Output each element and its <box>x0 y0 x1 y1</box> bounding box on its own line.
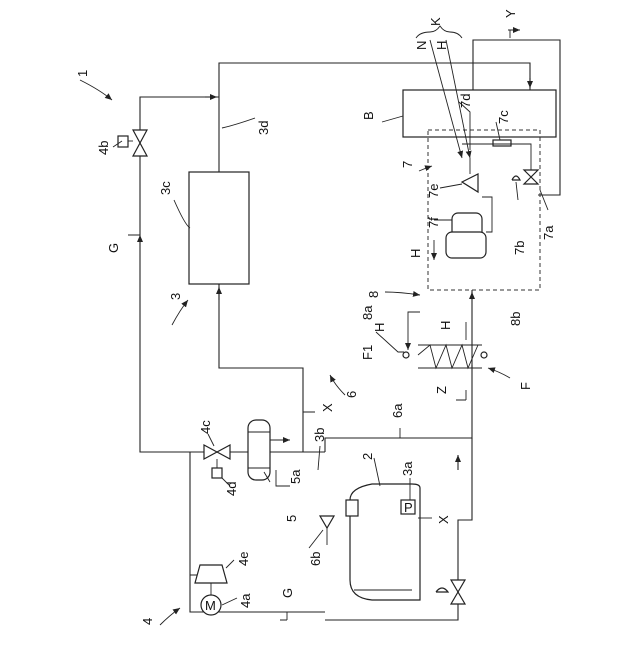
filter-f1-nozzle <box>403 352 409 358</box>
leader-4 <box>160 608 180 625</box>
filter-f-end <box>481 352 487 358</box>
label-f: F <box>518 382 533 390</box>
y-arrow <box>508 30 520 38</box>
leader-3b <box>318 446 320 470</box>
leader-7b <box>516 182 518 200</box>
label-7c: 7c <box>496 110 511 124</box>
leader-6 <box>330 375 345 395</box>
label-g-lower: G <box>280 588 295 598</box>
label-6b: 6b <box>308 552 323 566</box>
label-4: 4 <box>140 618 155 625</box>
filter-f-spring <box>418 345 478 368</box>
label-k: K <box>428 17 443 26</box>
fan-7e <box>462 174 478 192</box>
motor-label: M <box>205 598 216 613</box>
label-5a: 5a <box>288 469 303 484</box>
leader-6b <box>309 530 323 548</box>
leader-4a <box>222 598 237 605</box>
g-arrow-lower <box>280 612 287 620</box>
label-2: 2 <box>360 453 375 460</box>
tank-inlet <box>346 500 358 516</box>
g-arrow-upper <box>128 235 140 245</box>
leader-1 <box>80 80 112 100</box>
label-4d: 4d <box>224 482 239 496</box>
sensor-p-label: P <box>404 500 413 515</box>
valve-6b <box>320 516 334 528</box>
leader-8 <box>385 292 420 295</box>
leader-3c <box>174 200 190 228</box>
component-3c <box>189 172 249 284</box>
x-arrow-upper <box>303 400 315 412</box>
label-h-inner: H <box>408 249 423 258</box>
separator-5 <box>248 420 270 480</box>
label-h-8b: H <box>438 321 453 330</box>
z-arrow <box>456 390 466 400</box>
label-b: B <box>361 111 376 120</box>
line-7f <box>482 197 492 232</box>
label-4e: 4e <box>236 552 251 566</box>
leader-2 <box>374 458 380 486</box>
valve-lower-right <box>451 580 465 604</box>
leader-f <box>488 368 510 378</box>
label-7f: 7f <box>426 217 441 228</box>
label-h-top: H <box>434 41 449 50</box>
brace-k <box>416 26 462 38</box>
label-5: 5 <box>284 515 299 522</box>
leader-4e <box>226 560 234 568</box>
label-n: N <box>414 41 429 50</box>
valve-4d <box>212 468 222 478</box>
line-7c <box>462 144 531 170</box>
label-4b: 4b <box>96 141 111 155</box>
unit-7f-lower <box>446 232 486 258</box>
leader-f1 <box>376 332 404 352</box>
valve-4b <box>133 130 147 156</box>
label-g-upper: G <box>106 243 121 253</box>
leader-7 <box>419 166 432 171</box>
label-1: 1 <box>75 70 90 77</box>
label-8a: 8a <box>360 305 375 320</box>
leader-3d <box>222 118 255 128</box>
compressor-4e <box>195 565 227 583</box>
h-arrow-8a <box>408 312 420 350</box>
valve-7b <box>512 176 520 180</box>
label-7d: 7d <box>458 94 473 108</box>
leader-7e <box>440 184 462 188</box>
leader-4c <box>208 434 214 446</box>
label-7b: 7b <box>512 241 527 255</box>
leader-7a <box>540 190 548 210</box>
valve-7a <box>524 170 538 184</box>
label-3b: 3b <box>312 428 327 442</box>
label-6: 6 <box>344 391 359 398</box>
label-4a: 4a <box>238 593 253 608</box>
label-x-upper: X <box>320 403 335 412</box>
label-3c: 3c <box>158 181 173 195</box>
label-8b: 8b <box>508 312 523 326</box>
label-z: Z <box>434 386 449 394</box>
label-6a: 6a <box>390 403 405 418</box>
label-3d: 3d <box>256 121 271 135</box>
valve-4b-actuator <box>118 136 128 147</box>
label-7e: 7e <box>426 184 441 198</box>
label-3a: 3a <box>400 461 415 476</box>
valve-lower-right-actuator <box>436 588 448 592</box>
leader-3 <box>172 300 188 325</box>
label-7a: 7a <box>541 225 556 240</box>
label-f1: F1 <box>360 345 375 360</box>
label-y: Y <box>503 9 518 18</box>
label-4c: 4c <box>198 420 213 434</box>
element-7c <box>493 140 511 146</box>
unit-7-box <box>428 130 540 290</box>
label-3: 3 <box>168 293 183 300</box>
label-7: 7 <box>400 161 415 168</box>
label-x-tank: X <box>436 515 451 524</box>
valve-4c <box>204 445 230 459</box>
label-8: 8 <box>366 291 381 298</box>
label-h-8a: H <box>372 323 387 332</box>
leader-b <box>382 116 403 122</box>
